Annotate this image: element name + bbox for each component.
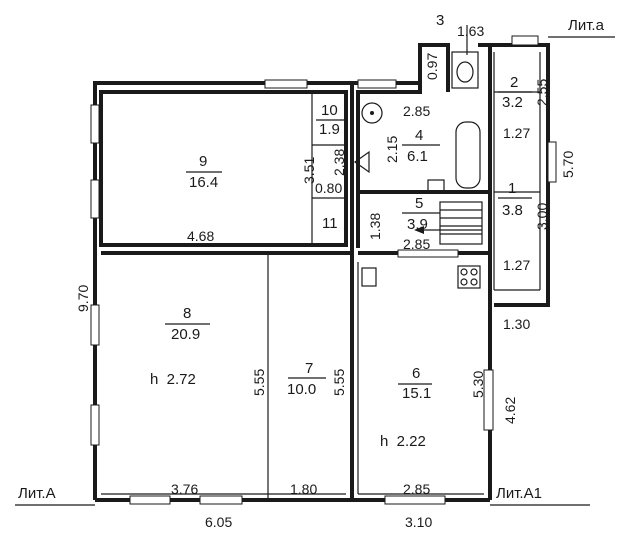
dim-5-30: 5.30 [470, 371, 486, 398]
room-7-area: 10.0 [287, 381, 316, 398]
boiler-icon [361, 102, 383, 124]
room-10-number: 10 [321, 102, 338, 119]
dim-2-85-mid: 2.85 [403, 236, 430, 252]
dim-9-70: 9.70 [75, 285, 91, 312]
room-5-number: 5 [415, 195, 423, 212]
room-10: 10 1.9 [316, 102, 344, 138]
dim-5-55-right: 5.55 [331, 369, 347, 396]
room-3-number: 3 [436, 12, 444, 29]
room-4-area: 6.1 [407, 148, 428, 165]
room-9-number: 9 [199, 153, 207, 170]
room-6-number: 6 [412, 365, 420, 382]
room-8-area: 20.9 [171, 326, 200, 343]
room-1: 1 3.8 [498, 180, 532, 219]
room-6-area: 15.1 [402, 385, 431, 402]
stove-icon [457, 265, 481, 289]
sink-icon [361, 267, 377, 287]
room-8: 8 20.9 h 2.72 [150, 305, 210, 388]
walls [93, 43, 550, 502]
room-10-area: 1.9 [319, 121, 340, 138]
dim-6-05: 6.05 [205, 514, 232, 530]
dim-1-27-bot: 1.27 [503, 257, 530, 273]
washbasin-icon [427, 179, 445, 193]
label-lit-A1: Лит.А1 [496, 485, 542, 502]
stairs-icon [414, 201, 483, 245]
room-7-number: 7 [305, 360, 313, 377]
dim-3-10: 3.10 [405, 514, 432, 530]
dim-3-51: 3.51 [301, 157, 317, 184]
room-2: 2 3.2 [498, 74, 532, 111]
room-5-area: 3.9 [407, 216, 428, 233]
bathtub-icon [455, 121, 481, 189]
dim-4-68: 4.68 [187, 228, 214, 244]
dim-2-85-bot: 2.85 [403, 481, 430, 497]
dimensions: 1.63 0.97 2.55 2.85 2.15 2.38 3.51 0.80 … [75, 23, 576, 530]
room-5: 5 3.9 [402, 195, 440, 233]
reference-lines [15, 25, 615, 506]
dim-1-80: 1.80 [290, 481, 317, 497]
dim-2-85-top: 2.85 [403, 103, 430, 119]
label-lit-a-small: Лит.а [568, 17, 605, 34]
dim-2-38: 2.38 [331, 149, 347, 176]
room-1-area: 3.8 [502, 202, 523, 219]
room-8-height: h 2.72 [150, 371, 196, 388]
room-2-number: 2 [510, 74, 518, 91]
dim-0-97: 0.97 [424, 53, 440, 80]
dim-1-63: 1.63 [457, 23, 484, 39]
room-6: 6 15.1 h 2.22 [380, 365, 432, 450]
room-1-number: 1 [508, 180, 516, 197]
room-4-number: 4 [415, 127, 423, 144]
dim-1-38: 1.38 [367, 213, 383, 240]
dim-5-55-left: 5.55 [251, 369, 267, 396]
fixtures [353, 51, 483, 289]
dim-5-70: 5.70 [560, 151, 576, 178]
dim-3-76: 3.76 [171, 481, 198, 497]
room-9: 9 16.4 [186, 153, 222, 191]
gas-meter-icon [353, 150, 370, 174]
dim-1-30: 1.30 [503, 316, 530, 332]
dim-3-00: 3.00 [534, 203, 550, 230]
toilet-icon [451, 51, 479, 89]
dim-0-80: 0.80 [315, 180, 342, 196]
windows [90, 35, 557, 505]
room-6-height: h 2.22 [380, 433, 426, 450]
room-8-number: 8 [183, 305, 191, 322]
room-11-number: 11 [322, 215, 338, 232]
room-4: 4 6.1 [402, 127, 440, 165]
dim-2-55: 2.55 [534, 79, 550, 106]
room-2-area: 3.2 [502, 94, 523, 111]
dim-4-62: 4.62 [502, 397, 518, 424]
room-7: 7 10.0 [287, 360, 326, 398]
room-9-area: 16.4 [189, 174, 218, 191]
dim-2-15: 2.15 [384, 136, 400, 163]
label-lit-A: Лит.А [18, 485, 56, 502]
dim-1-27-top: 1.27 [503, 125, 530, 141]
